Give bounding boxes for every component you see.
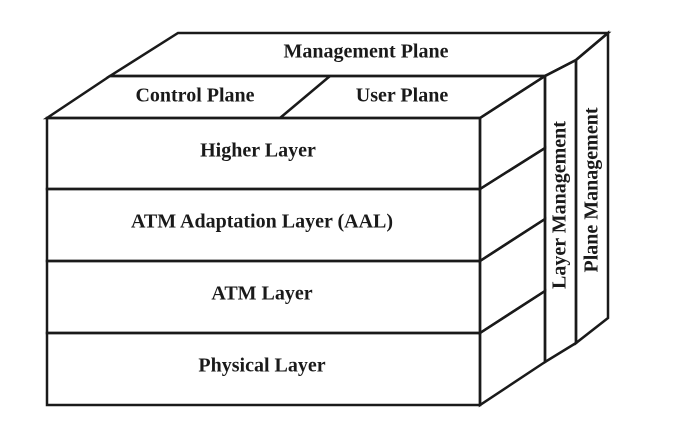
side-face-higher <box>478 73 547 192</box>
side-face-physical <box>478 288 547 408</box>
control-plane-label: Control Plane <box>135 85 254 107</box>
management-plane-label: Management Plane <box>284 41 449 63</box>
higher-layer-label: Higher Layer <box>200 140 316 162</box>
atm-layer-label: ATM Layer <box>211 283 312 305</box>
plane-management-column <box>574 30 610 346</box>
side-face-atm <box>478 216 547 336</box>
plane-management-label: Plane Management <box>581 107 603 272</box>
physical-layer-label: Physical Layer <box>198 355 325 377</box>
physical-layer-box <box>45 331 482 407</box>
layer-management-label: Layer Management <box>549 121 571 289</box>
user-plane-label: User Plane <box>356 85 449 107</box>
side-face-aal <box>478 145 547 264</box>
aal-layer-label: ATM Adaptation Layer (AAL) <box>131 211 393 233</box>
control-user-plane-face <box>42 74 550 120</box>
front-face: Higher Layer ATM Adaptation Layer (AAL) … <box>45 116 482 407</box>
control-user-divider <box>279 75 331 119</box>
